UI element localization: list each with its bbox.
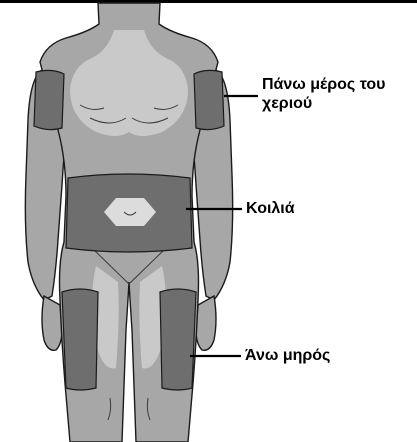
label-upper-arm: Πάνω μέρος του χεριού	[262, 75, 385, 113]
label-upper-arm-line1: Πάνω μέρος του	[262, 75, 385, 94]
site-upper-arm-right	[194, 70, 224, 129]
site-thigh-right	[160, 289, 196, 390]
label-abdomen: Κοιλιά	[246, 199, 295, 218]
label-thigh: Άνω μηρός	[245, 346, 330, 365]
site-thigh-left	[62, 289, 98, 390]
site-upper-arm-left	[34, 70, 64, 129]
top-border	[0, 0, 417, 3]
label-upper-arm-line2: χεριού	[262, 94, 385, 113]
